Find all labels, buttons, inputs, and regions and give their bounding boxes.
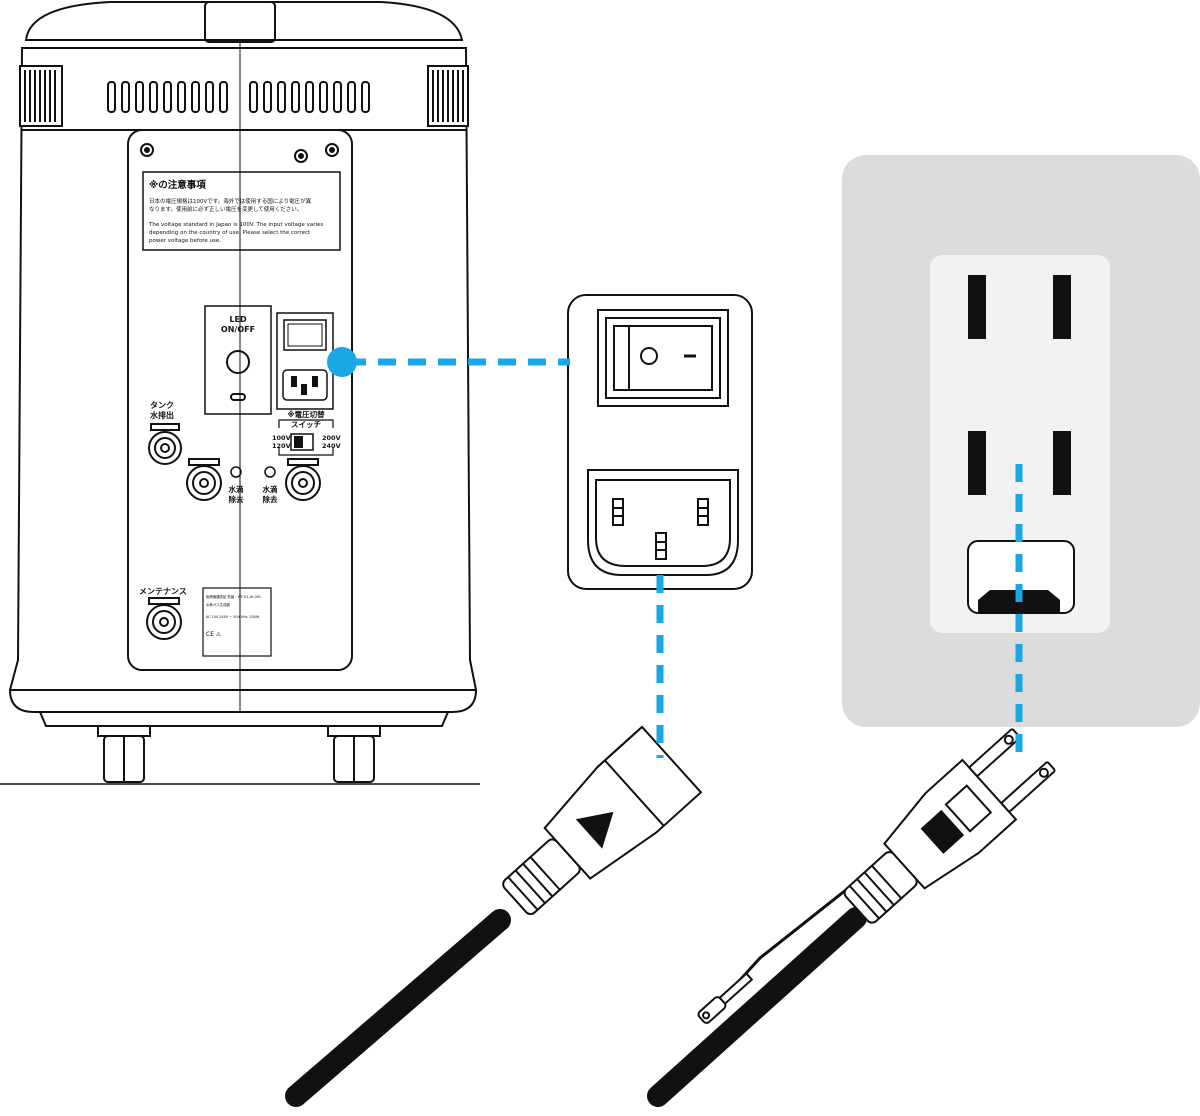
rating-line2: 水素ガス生成器 (206, 602, 230, 607)
connector-origin-dot (327, 347, 357, 377)
rating-line3: AC 100-240V ~ 50/60Hz, 200W (206, 615, 260, 619)
rating-line1: 医療機器認証 型番：WF-01-JH-001 (206, 594, 261, 599)
voltage-120v: 120V (272, 442, 291, 450)
nema-cord (647, 907, 867, 1107)
zoom-switch-inlet-panel (567, 294, 753, 590)
drop-icon-right (264, 466, 276, 478)
water-drop-right-label-line2: 除去 (263, 494, 278, 504)
panel-iec-inlet-icon (282, 369, 328, 401)
notice-en-line3: power voltage before use. (149, 238, 221, 244)
iec-c14-inlet-icon (587, 469, 739, 576)
voltage-selector-switch-icon (290, 433, 314, 451)
led-box (204, 305, 272, 415)
ground-lug-icon (697, 972, 754, 1024)
water-drop-left-label-line2: 除去 (229, 494, 244, 504)
connector-lines (348, 358, 1023, 758)
side-vent-left (19, 65, 63, 127)
iec-cord (285, 909, 511, 1107)
water-drop-right-label-line1: 水滴 (263, 484, 278, 494)
caster-left-icon (97, 725, 151, 783)
caster-right-icon (327, 725, 381, 783)
maintenance-label: メンテナンス (139, 587, 187, 596)
side-vent-right (427, 65, 469, 127)
iec-c13-plug-icon (285, 725, 703, 1107)
voltage-100v: 100V (272, 434, 291, 442)
voltage-240v: 240V (322, 442, 341, 450)
led-label-line2: ON/OFF (221, 325, 255, 334)
notice-jp-line1: 日本の電圧規格は100Vです。海外では使用する国により電圧が異 (149, 197, 312, 205)
notice-en-line1: The voltage standard in Japan is 100V. T… (148, 222, 323, 228)
water-drop-left-label-line1: 水滴 (229, 484, 244, 494)
top-vent-slots (107, 81, 370, 113)
tank-drain-fitting-icon (148, 423, 182, 465)
tank-drain-label-line2: 水排出 (149, 410, 174, 420)
voltage-switch-label-line1: ※電圧切替 (287, 409, 325, 419)
voltage-200v: 200V (322, 434, 341, 442)
notice-title: ※の注意事項 (149, 179, 206, 191)
outlet-face (930, 255, 1110, 633)
device-back-view (0, 1, 480, 785)
panel-rocker-switch-icon (283, 319, 327, 351)
led-button-icon (226, 350, 250, 374)
notice-jp-line2: なります。使用前に必ず正しい電圧を変更して使用ください。 (149, 205, 302, 213)
notice-box (142, 171, 341, 251)
wall-plate (842, 155, 1200, 727)
maintenance-fitting-icon (146, 597, 182, 640)
rating-label (202, 587, 272, 657)
led-label-line1: LED (229, 315, 247, 324)
water-drop-fitting-right-icon (285, 458, 321, 501)
device-labels: ※の注意事項 日本の電圧規格は100Vです。海外では使用する国により電圧が異 な… (139, 179, 341, 638)
tank-drain-label-line1: タンク (150, 400, 174, 410)
rating-line4: CE ⚠ (206, 631, 222, 638)
drop-icon-left (230, 466, 242, 478)
water-drop-fitting-left-icon (186, 458, 222, 501)
nema-5-15-plug-icon (647, 728, 1056, 1107)
voltage-switch-label-line2: スイッチ (291, 420, 321, 429)
notice-en-line2: depending on the country of use. Please … (149, 230, 311, 236)
power-rocker-switch-icon (597, 309, 729, 407)
